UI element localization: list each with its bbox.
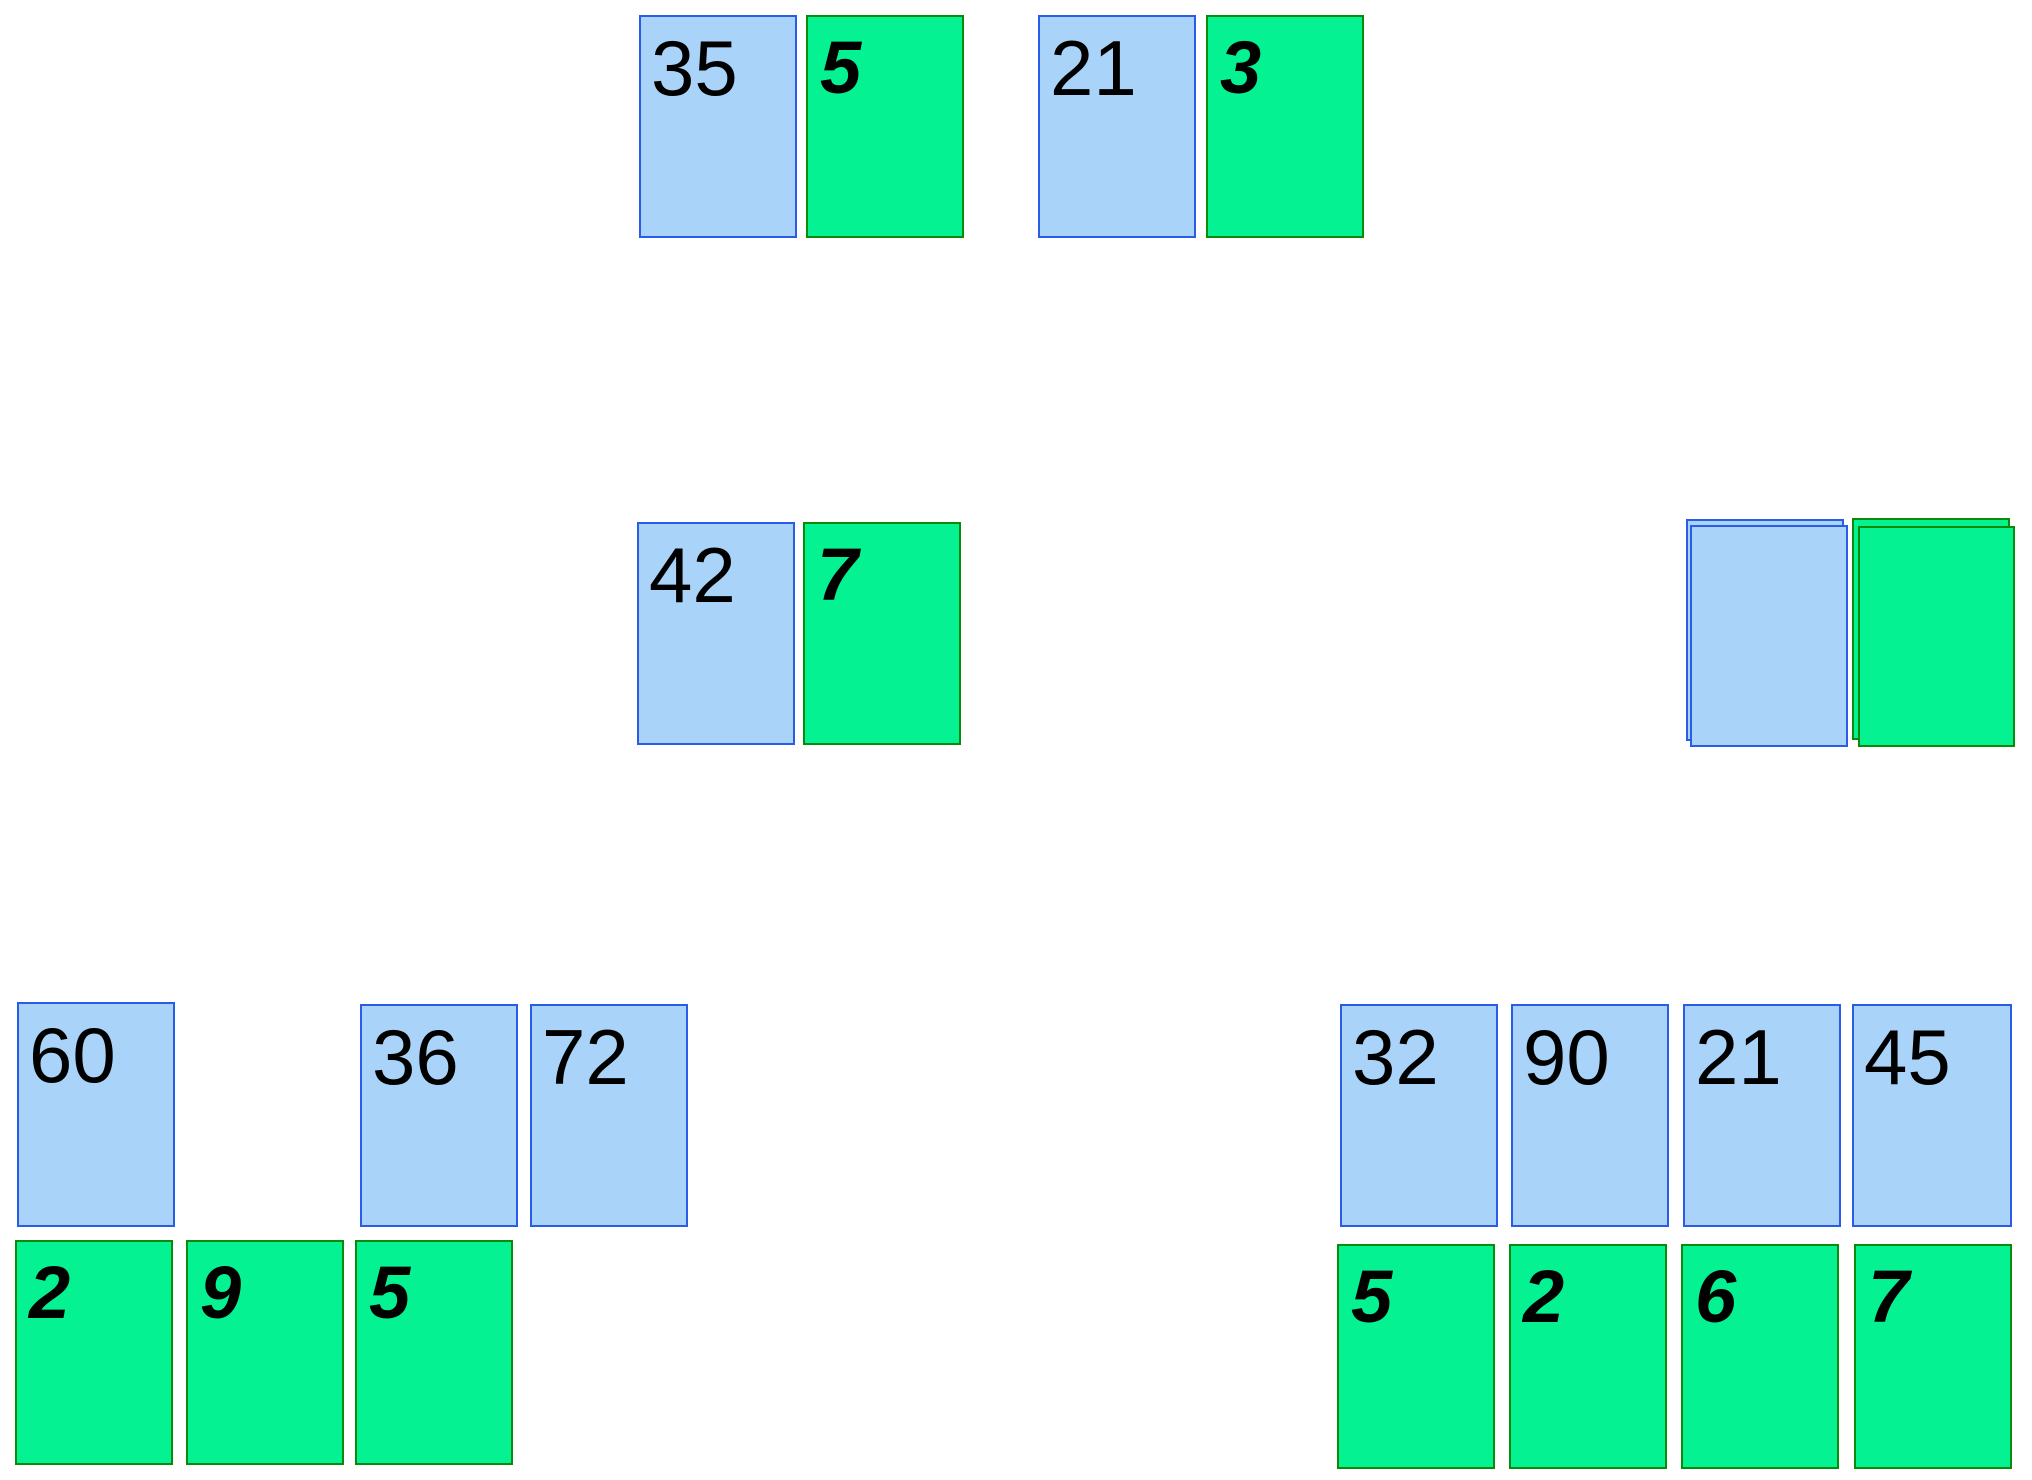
digit-card-9[interactable]: 9 [186,1240,344,1465]
blue-draw-pile [1686,519,1852,749]
digit-card-5-top[interactable]: 5 [806,15,964,238]
number-card-60[interactable]: 60 [17,1002,175,1227]
card-value: 60 [29,1011,116,1099]
digit-card-5-right[interactable]: 5 [1337,1244,1495,1469]
number-card-21-bottom[interactable]: 21 [1683,1004,1841,1227]
card-value: 2 [1523,1255,1565,1338]
card-value: 9 [200,1251,242,1334]
card-value: 5 [820,26,862,109]
number-card-35[interactable]: 35 [639,15,797,238]
card-value: 32 [1352,1013,1439,1101]
card-value: 42 [649,531,736,619]
number-card-45[interactable]: 45 [1852,1004,2012,1227]
green-draw-pile-top-card[interactable] [1858,526,2015,747]
digit-card-2-right[interactable]: 2 [1509,1244,1667,1469]
digit-card-6[interactable]: 6 [1681,1244,1839,1469]
number-card-32[interactable]: 32 [1340,1004,1498,1227]
green-draw-pile [1852,518,2018,750]
card-value: 90 [1523,1013,1610,1101]
digit-card-7-middle[interactable]: 7 [803,522,961,745]
card-value: 5 [369,1251,411,1334]
card-value: 7 [1868,1255,1910,1338]
card-value: 35 [651,24,738,112]
card-value: 2 [29,1251,71,1334]
card-value: 6 [1695,1255,1737,1338]
digit-card-7-right[interactable]: 7 [1854,1244,2012,1469]
card-value: 45 [1864,1013,1951,1101]
card-value: 5 [1351,1255,1393,1338]
card-value: 3 [1220,26,1262,109]
digit-card-3[interactable]: 3 [1206,15,1364,238]
digit-card-2-left[interactable]: 2 [15,1240,173,1465]
number-card-21-top[interactable]: 21 [1038,15,1196,238]
digit-card-5-left[interactable]: 5 [355,1240,513,1465]
card-value: 7 [817,533,859,616]
blue-draw-pile-top-card[interactable] [1690,525,1848,747]
card-value: 36 [372,1013,459,1101]
number-card-72[interactable]: 72 [530,1004,688,1227]
number-card-36[interactable]: 36 [360,1004,518,1227]
number-card-90[interactable]: 90 [1511,1004,1669,1227]
number-card-42[interactable]: 42 [637,522,795,745]
card-value: 21 [1695,1013,1782,1101]
card-value: 72 [542,1013,629,1101]
card-value: 21 [1050,24,1137,112]
